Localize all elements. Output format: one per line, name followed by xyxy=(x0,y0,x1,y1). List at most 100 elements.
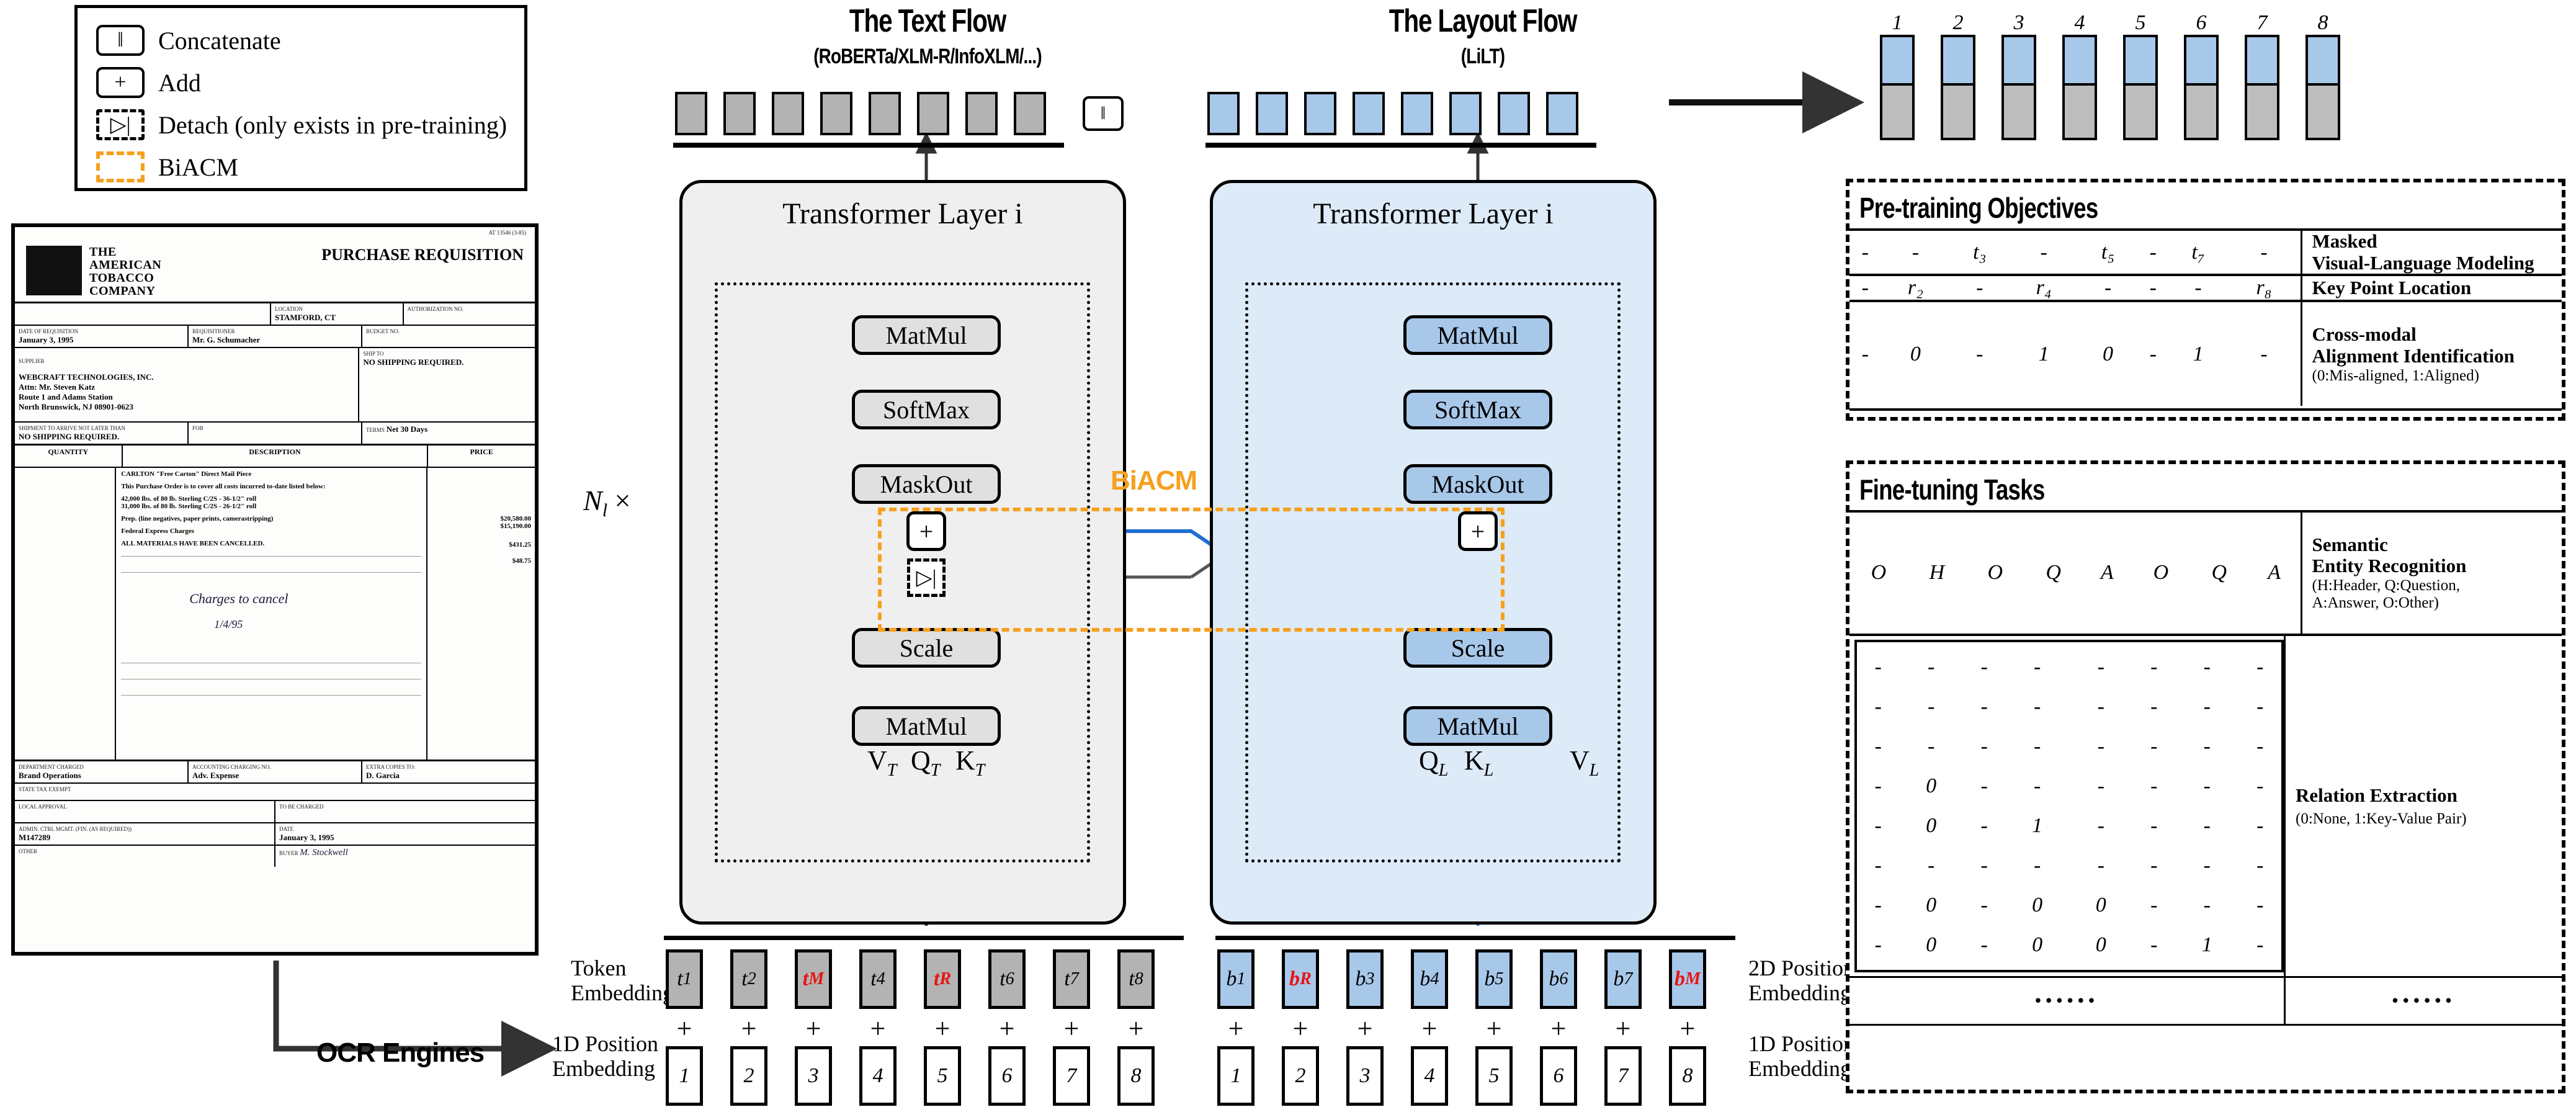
legend-label-biacm: BiACM xyxy=(158,153,238,181)
text-position-cell: 8 xyxy=(1117,1046,1155,1106)
biacm-swatch-icon xyxy=(96,151,145,182)
doc-field-label-auth: AUTHORIZATION NO. xyxy=(407,306,464,312)
re-cell: - xyxy=(2097,813,2104,837)
plus-sign: + xyxy=(1063,1013,1080,1044)
output-bar: 3 xyxy=(2001,11,2036,140)
text-output-token xyxy=(965,92,998,135)
re-cell: 0 xyxy=(1926,933,1937,956)
re-cell: - xyxy=(2034,694,2041,718)
layout-output-token xyxy=(1449,92,1482,135)
layout-attention-dotted-box xyxy=(1245,282,1621,863)
re-cell: 0 xyxy=(1926,893,1937,917)
mvlm-cell: - xyxy=(2260,240,2268,264)
layout-v-label: VL xyxy=(1570,745,1599,780)
text-embedding-baseline xyxy=(664,936,1184,940)
kpl-cell: - xyxy=(1976,276,1983,300)
detach-icon: ▷| xyxy=(96,109,145,140)
re-cell: - xyxy=(2256,933,2264,956)
re-cell: - xyxy=(2150,694,2158,718)
doc-col-description: DESCRIPTION xyxy=(123,446,429,467)
re-cell: - xyxy=(2203,655,2211,678)
text-output-token xyxy=(869,92,901,135)
mvlm-cell: - xyxy=(2149,240,2157,264)
cmai-cell: 0 xyxy=(2103,342,2114,365)
layout-output-token xyxy=(1401,92,1433,135)
doc-footer-value-2: D. Garcia xyxy=(366,771,400,780)
doc-col-price: PRICE xyxy=(470,447,493,456)
doc-row-5-desc: ALL MATERIALS HAVE BEEN CANCELLED. xyxy=(121,540,265,547)
doc-field-value-supplier: WEBCRAFT TECHNOLOGIES, INC. Attn: Mr. St… xyxy=(19,372,154,411)
doc-field-label-date: DATE OF REQUISITION xyxy=(19,328,78,334)
re-cell: - xyxy=(2097,774,2104,797)
re-cell: - xyxy=(1928,655,1935,678)
doc-company-4: COMPANY xyxy=(89,284,156,298)
table-row: - - t₃ - t₅ - t₇ - Masked Visual-Languag… xyxy=(1849,230,2562,276)
output-bar: 5 xyxy=(2123,11,2158,140)
layout-output-token xyxy=(1546,92,1578,135)
doc-field-value-req: Mr. G. Schumacher xyxy=(192,335,261,344)
doc-company-1: THE xyxy=(89,245,117,259)
ser-cell: A xyxy=(2268,561,2281,585)
layout-flow-subtitle: (LiLT) xyxy=(1460,45,1505,68)
legend-label-detach: Detach (only exists in pre-training) xyxy=(158,110,508,139)
ser-task-note: (H:Header, Q:Question, A:Answer, O:Other… xyxy=(2312,577,2461,612)
text-scale: Scale xyxy=(852,628,1001,668)
doc-footer-value-9: M. Stockwell xyxy=(300,848,348,858)
table-row: - r₂ - r₄ - - - r₈ Key Point Location xyxy=(1849,275,2562,302)
ocr-engines-label: OCR Engines xyxy=(316,1038,485,1068)
re-cell: - xyxy=(2150,774,2158,797)
doc-footer-label-7: DATE xyxy=(279,826,293,832)
output-bar-chart: 1 2 3 4 5 6 7 xyxy=(1880,11,2500,140)
mvlm-cell: t₃ xyxy=(1973,240,1987,264)
legend-label-add: Add xyxy=(158,68,201,97)
mvlm-cell: t₅ xyxy=(2101,240,2115,264)
layout-position-embedding-row: 1 2 3 4 5 6 7 8 xyxy=(1217,1046,1706,1106)
re-cell: - xyxy=(2203,694,2211,718)
kpl-cell: r₄ xyxy=(2036,276,2052,300)
cmai-cell: 0 xyxy=(1910,342,1921,365)
doc-field-label-fob: FOB xyxy=(192,425,203,431)
doc-footer-value-6: M147289 xyxy=(19,833,51,842)
text-output-token-row xyxy=(675,92,1046,135)
re-cell: - xyxy=(1874,655,1882,678)
re-cell: - xyxy=(2150,813,2158,837)
text-matmul-top: MatMul xyxy=(852,315,1001,355)
text-v-label: VT xyxy=(867,745,897,780)
text-transformer-panel: Transformer Layer i xyxy=(679,180,1126,925)
text-output-baseline xyxy=(673,143,1064,148)
layout-position-cell: 7 xyxy=(1604,1046,1642,1106)
legend-item-biacm: BiACM xyxy=(96,146,524,188)
text-plus-row: + + + + + + + + xyxy=(666,1013,1155,1044)
text-position-cell: 1 xyxy=(666,1046,703,1106)
doc-footer-label-2: EXTRA COPIES TO: xyxy=(366,764,416,770)
re-cell: - xyxy=(2097,694,2104,718)
re-cell: - xyxy=(1980,655,1988,678)
doc-footer-value-7: January 3, 1995 xyxy=(279,833,334,842)
re-cell: 0 xyxy=(2095,933,2106,956)
finetuning-heading: Fine-tuning Tasks xyxy=(1859,473,2045,506)
doc-title: PURCHASE REQUISITION xyxy=(321,246,524,264)
detach-node: ▷| xyxy=(907,558,946,597)
doc-footer-label-0: DEPARTMENT CHARGED xyxy=(19,764,84,770)
doc-field-label-arrive: SHIPMENT TO ARRIVE NOT LATER THAN xyxy=(19,425,125,431)
re-cell: - xyxy=(2097,655,2104,678)
layout-embedding-baseline xyxy=(1215,936,1735,940)
text-position-embedding-row: 1 2 3 4 5 6 7 8 xyxy=(666,1046,1155,1106)
table-row: - 0 - 0 0 - 1 - xyxy=(1857,925,2281,965)
re-cell: 1 xyxy=(2032,813,2043,837)
re-cell: - xyxy=(2034,853,2041,877)
doc-footer-label-5: TO BE CHARGED xyxy=(279,804,324,810)
pos1d-embedding-label-right: 1D Position Embedding xyxy=(1748,1031,1855,1082)
kpl-cell: r₈ xyxy=(2256,276,2272,300)
layout-position-cell: 3 xyxy=(1346,1046,1384,1106)
layout-transformer-panel: Transformer Layer i xyxy=(1210,180,1657,925)
text-output-token xyxy=(1014,92,1046,135)
